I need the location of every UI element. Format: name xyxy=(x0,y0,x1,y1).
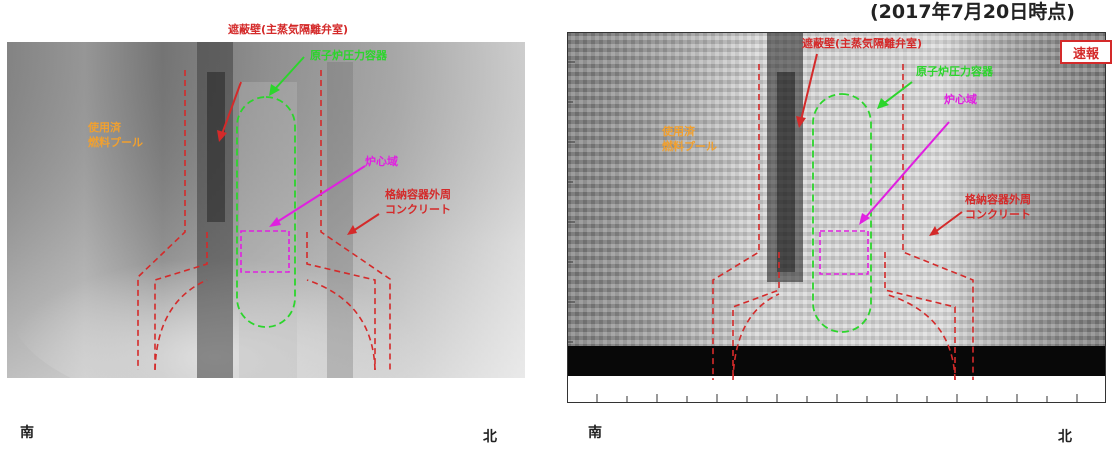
left-north-label: 北 xyxy=(483,429,497,445)
right-label-spent-fuel-pool-1: 使用済 xyxy=(662,125,695,138)
right-arrow-pressure-vessel xyxy=(882,81,913,105)
left-muon-image xyxy=(7,42,525,412)
right-muon-image xyxy=(567,32,1110,407)
right-label-containment-1: 格納容器外周 xyxy=(965,193,1031,206)
left-arrow-core xyxy=(276,165,366,223)
left-label-spent-fuel-pool-2: 燃料プール xyxy=(88,136,143,149)
left-south-label: 南 xyxy=(20,425,34,441)
left-label-core: 炉心域 xyxy=(365,155,398,168)
left-label-shield-wall: 遮蔽壁(主蒸気隔離弁室) xyxy=(228,23,349,36)
left-label-spent-fuel-pool-1: 使用済 xyxy=(88,121,121,134)
right-label-pressure-vessel: 原子炉圧力容器 xyxy=(916,65,993,78)
preliminary-badge-label: 速報 xyxy=(1072,46,1099,62)
left-label-pressure-vessel: 原子炉圧力容器 xyxy=(310,49,387,62)
right-arrow-shield-wall xyxy=(800,53,818,121)
left-arrow-shield-wall xyxy=(221,81,242,135)
left-arrow-containment xyxy=(352,213,380,232)
left-label-containment-1: 格納容器外周 xyxy=(385,188,451,201)
right-north-label: 北 xyxy=(1058,429,1072,445)
right-label-spent-fuel-pool-2: 燃料プール xyxy=(662,140,717,153)
right-label-core: 炉心域 xyxy=(944,93,977,106)
left-panel xyxy=(7,42,525,412)
right-south-label: 南 xyxy=(588,425,602,441)
left-label-containment-2: コンクリート xyxy=(385,203,451,216)
right-label-containment-2: コンクリート xyxy=(965,208,1031,221)
timestamp-label: (2017年7月20日時点) xyxy=(870,1,1075,23)
preliminary-badge: 速報 xyxy=(1060,40,1112,64)
left-arrow-pressure-vessel xyxy=(274,56,305,90)
right-panel xyxy=(567,32,1110,407)
right-arrow-containment xyxy=(934,211,963,233)
right-label-shield-wall: 遮蔽壁(主蒸気隔離弁室) xyxy=(802,37,923,50)
right-arrow-core xyxy=(864,121,950,219)
